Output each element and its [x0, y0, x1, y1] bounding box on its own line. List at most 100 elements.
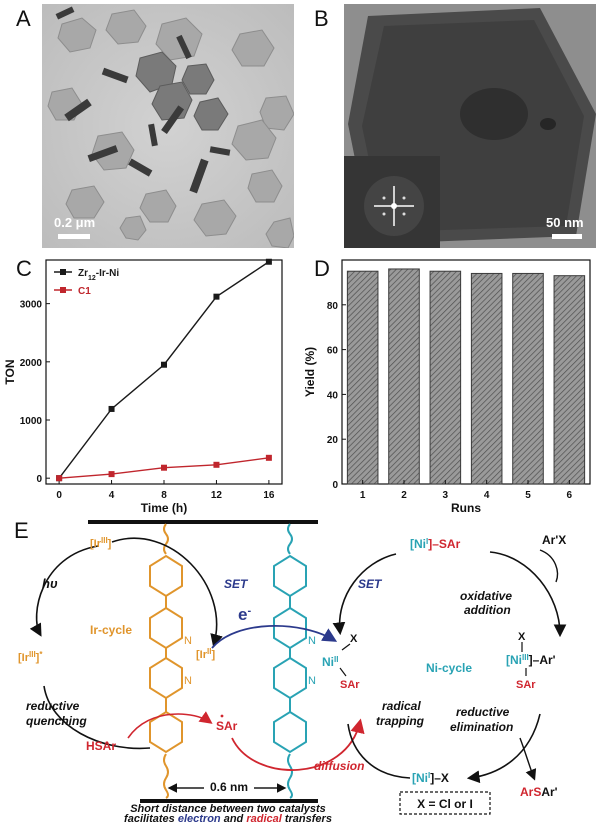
- data-point: [161, 464, 167, 471]
- bar: [553, 275, 586, 485]
- ni3-label: [NiIII]–Ar': [506, 653, 556, 668]
- legend-label: C1: [78, 286, 91, 297]
- x-axis-label: Runs: [451, 501, 481, 515]
- arx-label: Ar'X: [542, 533, 566, 547]
- y-tick-label: 0: [36, 474, 42, 485]
- radical-trapping-1: radical: [382, 699, 421, 713]
- reductive-quenching-2: quenching: [26, 714, 87, 728]
- y-tick-label: 60: [327, 346, 339, 357]
- scale-bar-b: [552, 234, 582, 239]
- legend-marker: [60, 287, 66, 293]
- ir-cycle-label: Ir-cycle: [90, 623, 132, 637]
- y-tick-label: 3000: [20, 300, 43, 311]
- bar: [388, 268, 420, 485]
- y-axis-label: TON: [3, 359, 17, 384]
- x-tick-label: 5: [525, 490, 531, 501]
- svg-text:N: N: [184, 635, 192, 647]
- x-definition-box: [399, 791, 491, 815]
- ni-linker: [273, 523, 307, 799]
- panel-b: B 50 nm: [300, 0, 600, 250]
- ir-reduced-label: [IrII]: [196, 647, 215, 662]
- oxidative-1: oxidative: [460, 589, 512, 603]
- y-tick-label: 2000: [20, 358, 43, 369]
- hsar-label: HSAr: [86, 739, 116, 753]
- ir-top-label: [IrIII]: [90, 536, 112, 551]
- scale-label-a: 0.2 μm: [54, 215, 96, 230]
- ir-cycle-arc: [29, 537, 223, 750]
- diffusion-arrow: [231, 718, 365, 771]
- legend-label: Zr12-Ir-Ni: [78, 268, 119, 282]
- nanoplatelets-illustration: [42, 4, 294, 248]
- product-label: ArSAr': [520, 785, 558, 799]
- reductive-elim-2: elimination: [450, 720, 513, 734]
- x-tick-label: 8: [161, 490, 167, 501]
- electron-arrow: [211, 625, 338, 649]
- reductive-elim-1: reductive: [456, 705, 510, 719]
- sar-radical-label: SAr: [216, 719, 238, 733]
- data-point: [108, 471, 115, 478]
- tem-image-a: [42, 4, 294, 248]
- data-point: [265, 454, 272, 461]
- mechanism-scheme: N N N N [IrIII] [IrIII]* [IrII] hυ SET I…: [18, 520, 567, 825]
- y-tick-label: 80: [327, 301, 339, 312]
- data-point: [161, 361, 167, 368]
- bar: [512, 272, 544, 485]
- ni3-x-label: X: [518, 631, 526, 643]
- x-tick-label: 16: [263, 490, 275, 501]
- x-tick-label: 2: [401, 490, 407, 501]
- panel-label-e: E: [14, 518, 29, 543]
- data-point: [213, 293, 220, 300]
- oxidative-2: addition: [464, 603, 511, 617]
- panel-label-d: D: [314, 256, 330, 281]
- ni1-sar-label: [NiI]–SAr: [410, 537, 461, 552]
- ir-linker: [149, 523, 183, 799]
- data-point: [108, 405, 115, 412]
- hsar-arrow: [127, 711, 213, 739]
- panel-label-a: A: [16, 6, 31, 31]
- mof-layers: [88, 520, 318, 803]
- x-tick-label: 0: [56, 490, 62, 501]
- product-arrow: [519, 737, 537, 781]
- set-right-label: SET: [358, 577, 383, 591]
- x-axis-label: Time (h): [141, 501, 187, 515]
- fft-inset: [344, 156, 440, 248]
- data-point: [265, 258, 272, 265]
- arx-arrow: [539, 549, 559, 583]
- caption-line-2: facilitates electron and radical transfe…: [124, 813, 332, 824]
- x-tick-label: 4: [109, 490, 115, 501]
- panel-label-c: C: [16, 256, 32, 281]
- x-tick-label: 4: [484, 490, 490, 501]
- ni-cycle-arc: [332, 551, 567, 784]
- x-tick-label: 6: [567, 490, 573, 501]
- y-tick-label: 20: [327, 435, 339, 446]
- ni-cycle-label: Ni-cycle: [426, 661, 472, 675]
- hv-label: hυ: [42, 576, 58, 591]
- scale-label-b: 50 nm: [546, 215, 584, 230]
- bar: [346, 270, 379, 485]
- panel-a: A 0.2 μm: [0, 0, 300, 250]
- x-tick-label: 1: [360, 490, 366, 501]
- y-tick-label: 0: [332, 480, 338, 491]
- tem-image-b: [344, 4, 596, 248]
- plot-frame: [341, 259, 591, 485]
- y-tick-label: 40: [327, 390, 339, 401]
- bar: [470, 272, 503, 485]
- x-tick-label: 12: [211, 490, 223, 501]
- data-point: [56, 475, 63, 482]
- y-axis-label: Yield (%): [303, 347, 317, 397]
- ni3-sar-label: SAr: [516, 679, 536, 691]
- svg-text:N: N: [184, 675, 192, 687]
- x-tick-label: 3: [443, 490, 449, 501]
- data-point: [213, 461, 220, 468]
- svg-text:N: N: [308, 675, 316, 687]
- panel-e: E: [0, 516, 600, 825]
- svg-text:N: N: [308, 635, 316, 647]
- reductive-quenching-1: reductive: [26, 699, 80, 713]
- radical-trapping-2: trapping: [376, 714, 425, 728]
- ir-excited-label: [IrIII]*: [18, 650, 43, 665]
- ni2-sar-label: SAr: [340, 679, 360, 691]
